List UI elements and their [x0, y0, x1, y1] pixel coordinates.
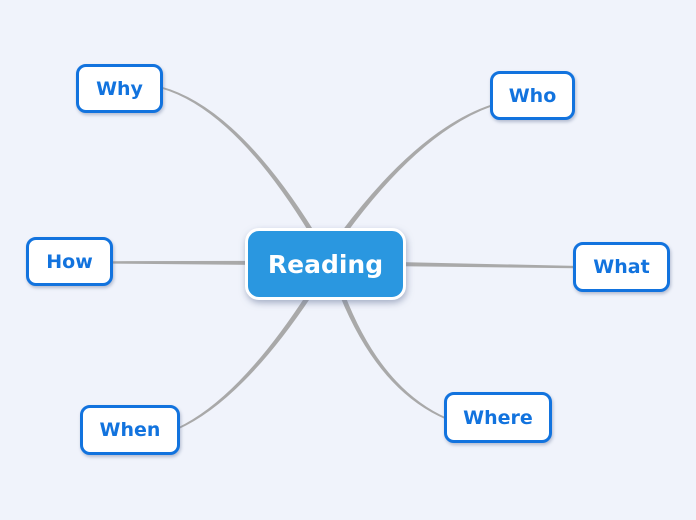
node-where[interactable]: Where: [444, 392, 552, 443]
connector-reading-what: [402, 262, 575, 269]
node-when[interactable]: When: [80, 405, 180, 455]
node-label: Reading: [267, 249, 384, 279]
node-label: How: [46, 250, 93, 273]
node-why[interactable]: Why: [76, 64, 163, 113]
connector-reading-why: [160, 86, 315, 234]
node-label: Where: [463, 406, 533, 429]
node-reading[interactable]: Reading: [245, 228, 406, 300]
connector-reading-who: [341, 104, 493, 235]
node-label: What: [593, 256, 650, 278]
node-label: Who: [508, 84, 557, 107]
connector-reading-when: [176, 293, 312, 430]
node-label: When: [99, 419, 161, 441]
node-what[interactable]: What: [573, 242, 670, 292]
node-who[interactable]: Who: [490, 71, 575, 120]
node-label: Why: [96, 77, 143, 100]
connector-reading-where: [340, 294, 448, 420]
node-how[interactable]: How: [26, 237, 113, 286]
connector-reading-how: [111, 260, 250, 265]
